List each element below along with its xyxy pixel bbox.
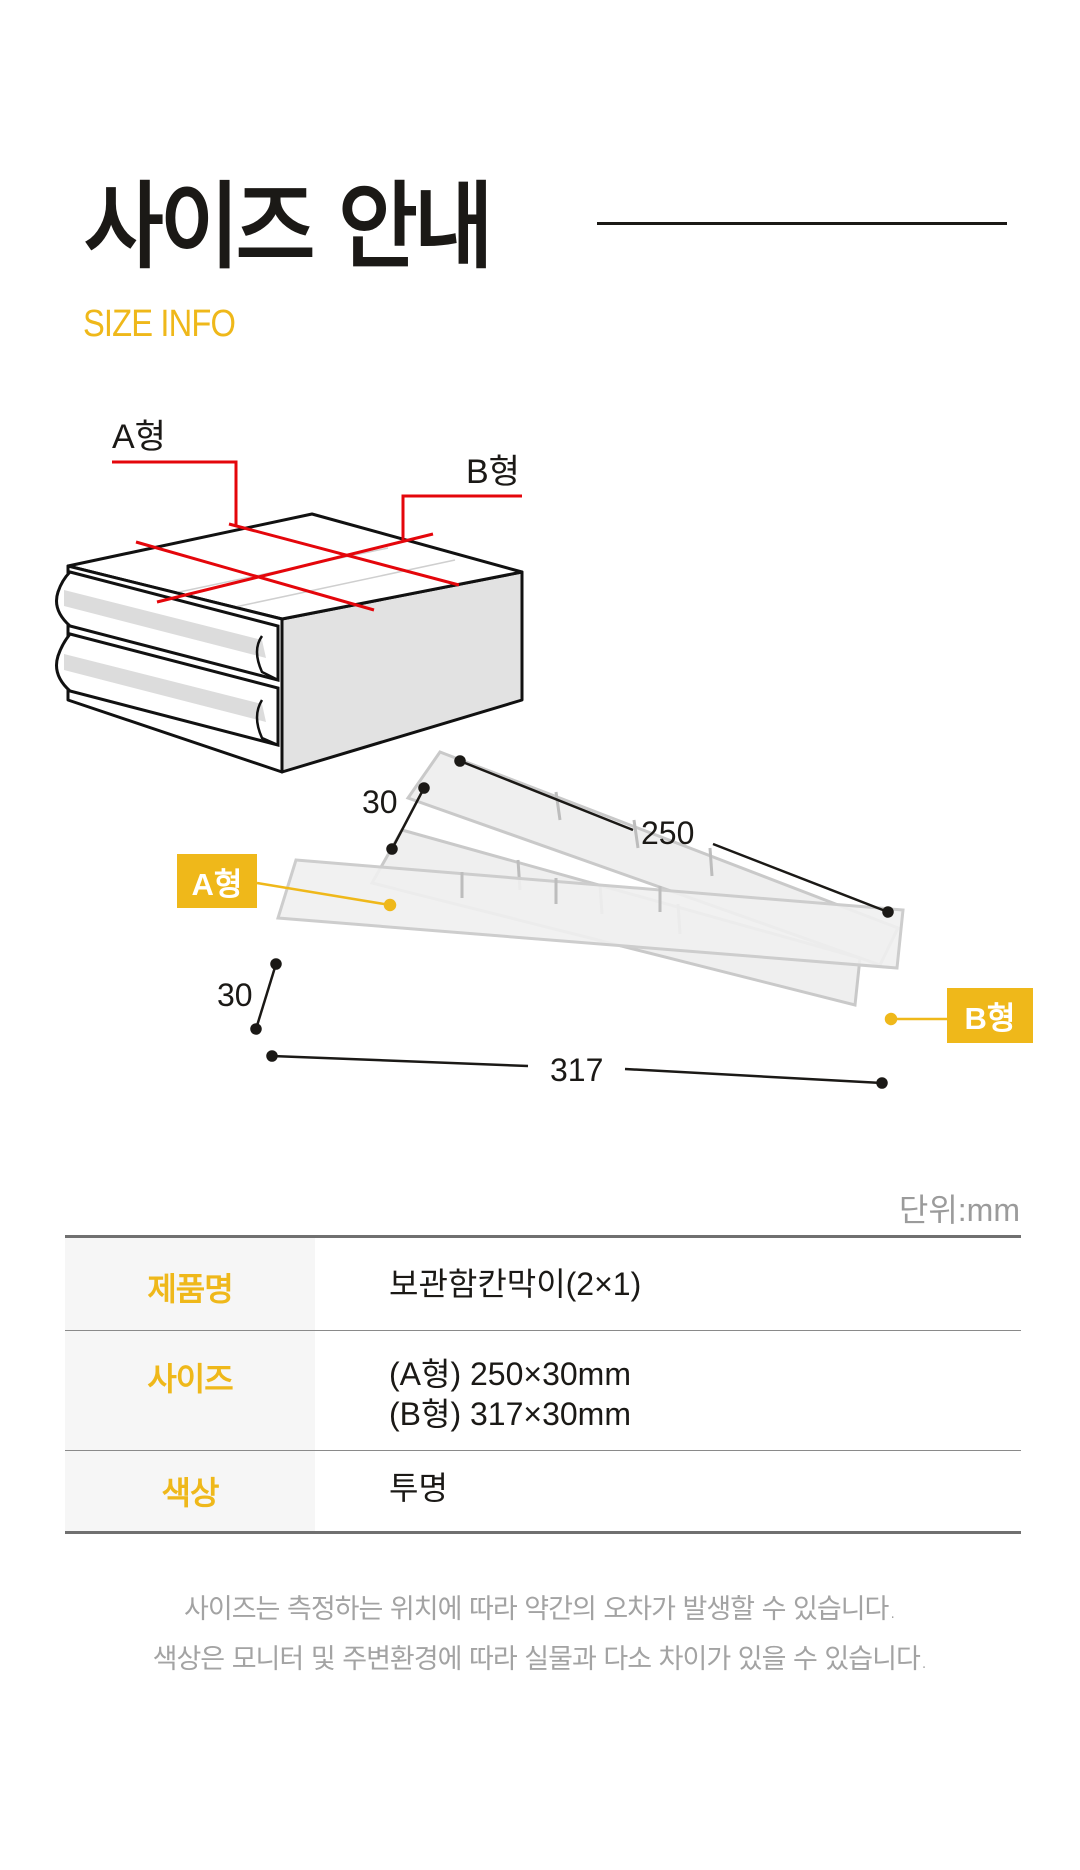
divider-b — [276, 858, 905, 970]
cabinet-label-type-a: A형 — [112, 418, 166, 456]
page-subtitle: SIZE INFO — [83, 303, 236, 345]
product-name-value: 보관함칸막이(2×1) — [389, 1266, 642, 1302]
badge-type-a: A형 — [177, 854, 257, 908]
row-value-product-name: 보관함칸막이(2×1) — [315, 1238, 1021, 1330]
dim-b-length: 317 — [550, 1052, 604, 1088]
spec-table: 제품명 보관함칸막이(2×1) 사이즈 (A형) 250×30mm (B형) 3… — [65, 1235, 1021, 1534]
page-title: 사이즈 안내 — [84, 173, 494, 282]
disclaimer-notes: 사이즈는 측정하는 위치에 따라 약간의 오차가 발생할 수 있습니다. 색상은… — [0, 1585, 1080, 1685]
dim-a-length: 250 — [641, 815, 695, 851]
row-label-color: 색상 — [65, 1451, 315, 1531]
row-label-size: 사이즈 — [65, 1331, 315, 1450]
title-divider — [597, 222, 1007, 225]
size-b-value: (B형) 317×30mm — [389, 1396, 631, 1432]
badge-type-b: B형 — [947, 988, 1033, 1043]
note-size: 사이즈는 측정하는 위치에 따라 약간의 오차가 발생할 수 있습니다. — [184, 1594, 897, 1625]
dim-b-width: 30 — [217, 977, 253, 1013]
row-value-color: 투명 — [315, 1451, 1021, 1531]
cabinet-label-type-b: B형 — [466, 453, 520, 491]
dim-a-width: 30 — [362, 784, 398, 820]
size-illustration: A형 B형 30 250 30 317 A형 B형 — [0, 400, 1080, 1120]
row-label-product-name: 제품명 — [65, 1238, 315, 1330]
color-value: 투명 — [389, 1470, 448, 1506]
row-value-size: (A형) 250×30mm (B형) 317×30mm — [315, 1331, 1021, 1450]
unit-label: 단위:mm — [898, 1192, 1020, 1228]
table-row: 사이즈 (A형) 250×30mm (B형) 317×30mm — [65, 1331, 1021, 1451]
table-row: 제품명 보관함칸막이(2×1) — [65, 1238, 1021, 1331]
cabinet-drawing — [55, 460, 947, 1089]
table-row: 색상 투명 — [65, 1451, 1021, 1531]
note-color: 색상은 모니터 및 주변환경에 따라 실물과 다소 차이가 있을 수 있습니다. — [152, 1644, 929, 1675]
size-a-value: (A형) 250×30mm — [389, 1356, 631, 1392]
